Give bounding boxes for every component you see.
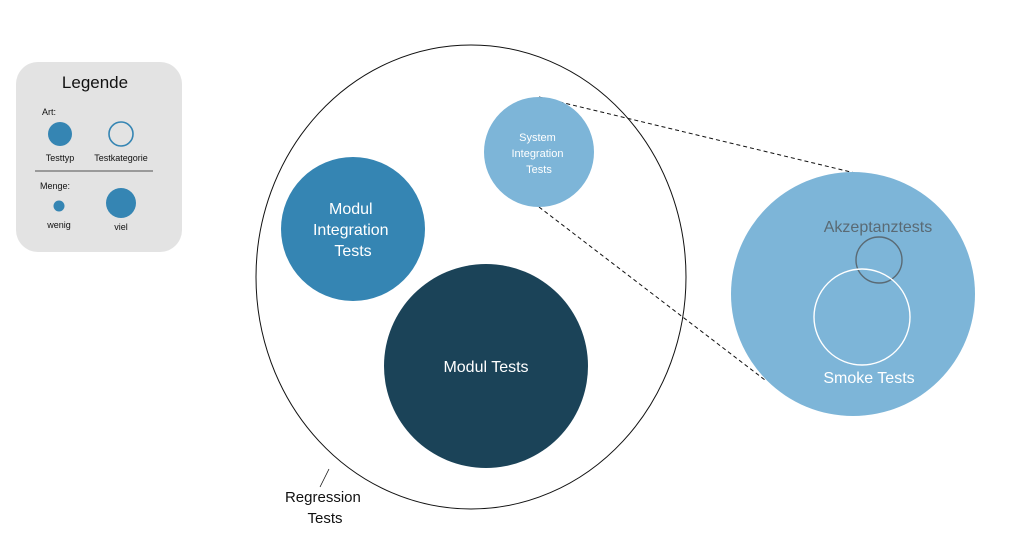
legend-testkategorie-symbol xyxy=(108,121,134,147)
smoke-tests-label: Smoke Tests xyxy=(823,370,914,387)
legend-wenig-label: wenig xyxy=(46,220,71,230)
regression-tests-label: Regression Tests xyxy=(285,489,365,527)
legend-panel: Legende Art: Testtyp Testkategorie Menge… xyxy=(16,62,182,252)
legend-testtyp-symbol xyxy=(48,122,72,146)
system-integration-tests-circle xyxy=(484,97,594,207)
legend-art-label: Art: xyxy=(42,107,56,117)
regression-tests-boundary xyxy=(255,44,687,510)
modul-tests-circle xyxy=(384,264,588,468)
legend-viel-label: viel xyxy=(114,222,128,232)
system-integration-label-line: System xyxy=(519,132,556,144)
regression-label-pointer xyxy=(319,468,330,488)
zoom-connector-bottom xyxy=(538,206,766,381)
system-integration-label-line: Tests xyxy=(526,164,552,176)
legend-menge-label: Menge: xyxy=(40,181,70,191)
system-integration-detail-circle xyxy=(731,172,975,416)
modul-integration-label-line: Modul xyxy=(329,201,373,218)
regression-label-line: Regression xyxy=(285,489,361,506)
legend-wenig-symbol xyxy=(53,200,65,212)
legend-viel-symbol xyxy=(106,188,136,218)
system-integration-tests-label: System Integration Tests xyxy=(511,132,566,176)
smoke-tests-circle xyxy=(813,268,911,366)
modul-integration-label-line: Integration xyxy=(313,222,389,239)
regression-label-line: Tests xyxy=(307,510,342,527)
modul-integration-tests-circle xyxy=(281,157,425,301)
legend-testtyp-label: Testtyp xyxy=(46,153,75,163)
legend-testkategorie-label: Testkategorie xyxy=(94,153,148,163)
akzeptanztests-circle xyxy=(855,236,903,284)
akzeptanztests-label: Akzeptanztests xyxy=(824,219,933,236)
modul-tests-label: Modul Tests xyxy=(443,359,528,376)
zoom-connector-top xyxy=(538,96,856,174)
modul-integration-label-line: Tests xyxy=(334,243,371,260)
system-integration-label-line: Integration xyxy=(511,148,563,160)
modul-integration-tests-label: Modul Integration Tests xyxy=(313,201,393,260)
legend-title: Legende xyxy=(62,73,128,92)
